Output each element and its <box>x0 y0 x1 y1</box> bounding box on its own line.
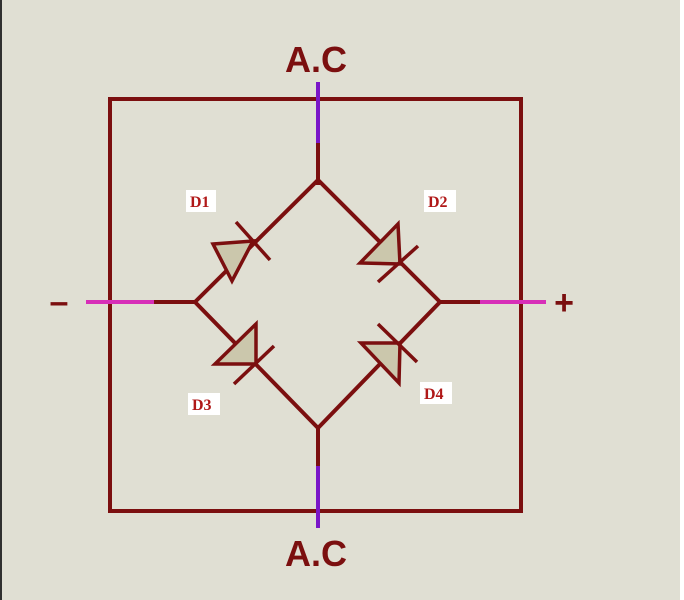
svg-text:D2: D2 <box>428 194 448 211</box>
diode-d4[interactable] <box>356 322 419 388</box>
negative-sign-label: – <box>50 283 69 321</box>
diode-d2[interactable] <box>355 219 420 284</box>
diode-label-d4: D4 <box>420 382 452 404</box>
bridge-diamond-wire <box>192 177 443 431</box>
svg-text:D3: D3 <box>192 397 212 414</box>
diode-d3[interactable] <box>210 319 276 386</box>
outer-wire-loop <box>108 97 523 513</box>
window-right-edge <box>680 0 684 600</box>
positive-sign-label: + <box>554 284 574 322</box>
diode-d1[interactable] <box>210 220 272 285</box>
ac-bottom-label: A.C <box>285 533 347 574</box>
window-left-edge <box>0 0 2 600</box>
svg-text:D1: D1 <box>190 194 210 211</box>
diode-label-d2: D2 <box>424 190 456 212</box>
ac-top-label: A.C <box>285 39 347 80</box>
diode-label-d3: D3 <box>188 393 220 415</box>
diode-label-d1: D1 <box>186 190 216 212</box>
svg-text:D4: D4 <box>424 386 444 403</box>
